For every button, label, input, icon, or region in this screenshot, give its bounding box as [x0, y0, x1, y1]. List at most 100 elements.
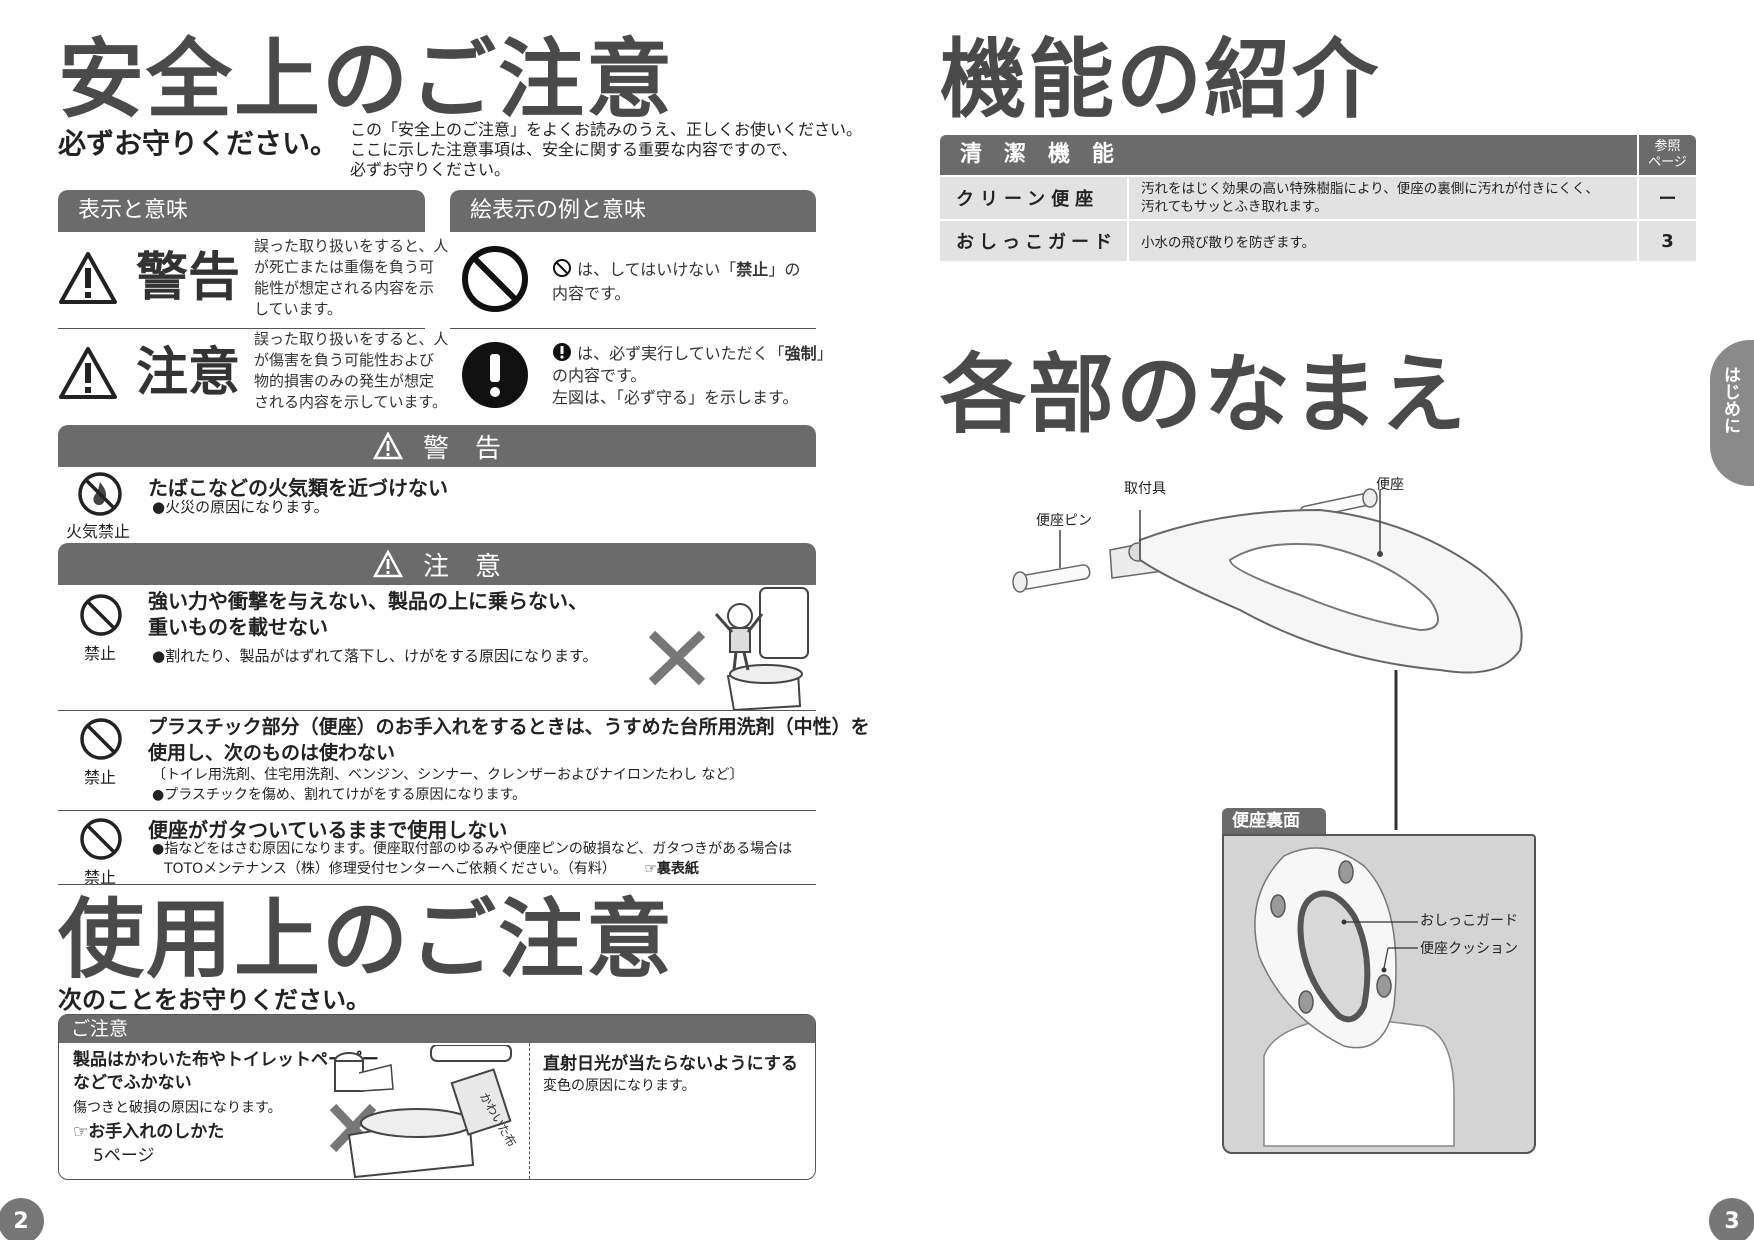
- underside-header: 便座裏面: [1222, 808, 1326, 834]
- desc-line: 誤った取り扱いをすると、人: [254, 330, 449, 348]
- notice1-title: 製品はかわいた布やトイレットペーパー などでふかない: [73, 1049, 379, 1095]
- mount-label: 取付具: [1124, 481, 1166, 497]
- prohibition-icon: [78, 816, 124, 862]
- caution-label: 注意: [136, 343, 241, 403]
- divider: [58, 710, 816, 711]
- title-line: などでふかない: [73, 1073, 192, 1093]
- intro-line: 必ずお守りください。: [350, 160, 511, 179]
- warning-triangle-icon: [58, 250, 118, 306]
- caution-triangle-icon: [58, 345, 118, 401]
- table-header: 清 潔 機 能: [940, 135, 1637, 175]
- page-number-left: 2: [0, 1198, 44, 1240]
- table-ref-header: 参照 ページ: [1639, 135, 1696, 175]
- features-title: 機能の紹介: [940, 30, 1380, 130]
- cushion-label: 便座クッション: [1420, 941, 1518, 957]
- fire-label: 火気禁止: [66, 522, 131, 541]
- ref-text: お手入れのしかた: [88, 1122, 225, 1142]
- intro-line: この「安全上のご注意」をよくお読みのうえ、正しくお使いください。: [350, 120, 863, 139]
- desc-line: 物的損害のみの発生が想定: [254, 372, 435, 390]
- desc-line: 誤った取り扱いをすると、人: [254, 237, 449, 255]
- row-desc: 汚れをはじく効果の高い特殊樹脂により、便座の裏側に汚れが付きにくく、 汚れてもサ…: [1129, 177, 1637, 219]
- fire-text: ●火災の原因になります。: [152, 498, 329, 516]
- side-tab-label: はじめに: [1720, 366, 1740, 434]
- item3-text1: ●指などをはさむ原因になります。便座取付部のゆるみや便座ピンの破損など、ガタつき…: [152, 841, 793, 857]
- divider: [58, 810, 816, 811]
- section-side-tab[interactable]: はじめに: [1710, 340, 1754, 486]
- warning-label: 警告: [136, 248, 241, 308]
- notice2-title: 直射日光が当たらないようにする: [543, 1054, 798, 1074]
- warning-bar: 警 告: [58, 425, 816, 467]
- parts-title: 各部のなまえ: [940, 345, 1468, 445]
- title-line: 重いものを載せない: [148, 615, 328, 639]
- notice-header: ご注意: [59, 1015, 815, 1043]
- item3-title: 便座がガタついているままで使用しない: [148, 818, 508, 842]
- notice1-text: 傷つきと破損の原因になります。: [73, 1100, 282, 1116]
- item1-title: 強い力や衝撃を与えない、製品の上に乗らない、 重いものを載せない: [148, 588, 588, 640]
- item2-text1: 〔トイレ用洗剤、住宅用洗剤、ベンジン、シンナー、クレンザーおよびナイロンたわし …: [152, 767, 744, 783]
- prohibition-icon: [78, 592, 124, 638]
- desc-line: される内容を示しています。: [254, 393, 448, 411]
- title-line: 製品はかわいた布やトイレットペーパー: [73, 1050, 379, 1070]
- wiping-illustration: かわいた布: [309, 1045, 519, 1179]
- row-page: 3: [1639, 221, 1696, 261]
- intro-line: ここに示した注意事項は、安全に関する重要な内容ですので、: [350, 140, 798, 159]
- notice1-ref[interactable]: ☞お手入れのしかた: [73, 1117, 224, 1142]
- small-mandatory-icon: [552, 342, 572, 362]
- warning-bar-label: 警 告: [422, 433, 501, 464]
- text: 左図は、「必ず守る」を示します。: [552, 388, 799, 407]
- title-line: プラスチック部分（便座）のお手入れをするときは、うすめた台所用洗剤（中性）を: [148, 716, 870, 738]
- safety-intro: この「安全上のご注意」をよくお読みのうえ、正しくお使いください。 ここに示した注…: [350, 120, 862, 180]
- text-bold: 強制: [784, 344, 817, 363]
- row-desc: 小水の飛び散りを防ぎます。: [1129, 221, 1637, 261]
- page-number-right: 3: [1709, 1198, 1754, 1240]
- text: は、してはいけない「: [577, 260, 737, 279]
- row-name: おしっこガード: [940, 221, 1127, 261]
- title-line: 強い力や衝撃を与えない、製品の上に乗らない、: [148, 589, 588, 613]
- guard-label: おしっこガード: [1420, 913, 1518, 929]
- seat-pin-left: [1012, 564, 1091, 593]
- text: の内容です。: [552, 366, 647, 385]
- text: 」: [816, 344, 833, 363]
- text-bold: 禁止: [736, 260, 769, 279]
- text: TOTOメンテナンス（株）修理受付センターへご依頼ください。（有料）: [164, 861, 616, 877]
- safety-title: 安全上のご注意: [58, 30, 674, 130]
- text: は、必ず実行していただく「: [577, 344, 785, 363]
- mandatory-icon: [460, 340, 530, 410]
- safety-subtitle: 必ずお守りください。: [58, 127, 339, 160]
- divider: [450, 328, 816, 329]
- title-line: 使用し、次のものは使わない: [148, 742, 396, 764]
- pointing-hand-icon: ☞: [73, 1122, 89, 1142]
- child-on-toilet-illustration: [648, 584, 818, 714]
- pointing-hand-icon: ☞: [644, 861, 657, 877]
- item2-text2: ●プラスチックを傷め、割れてけがをする原因になります。: [152, 787, 527, 803]
- prohibition-icon: [460, 244, 530, 314]
- item2-title: プラスチック部分（便座）のお手入れをするときは、うすめた台所用洗剤（中性）を 使…: [148, 714, 870, 766]
- seat-label: 便座: [1376, 477, 1404, 493]
- features-table: 清 潔 機 能 参照 ページ クリーン便座 汚れをはじく効果の高い特殊樹脂により…: [940, 135, 1696, 261]
- notice1-page: 5ページ: [93, 1146, 155, 1166]
- display-meaning-header: 表示と意味: [58, 190, 425, 232]
- desc-line: しています。: [254, 300, 343, 318]
- desc-line: 能性が想定される内容を示: [254, 279, 435, 297]
- desc-line: 小水の飛び散りを防ぎます。: [1141, 235, 1316, 251]
- reference-link[interactable]: 裏表紙: [656, 861, 699, 877]
- divider: [58, 328, 425, 329]
- item3-text2: TOTOメンテナンス（株）修理受付センターへご依頼ください。（有料） ☞裏表紙: [164, 858, 699, 878]
- notice-box: ご注意 製品はかわいた布やトイレットペーパー などでふかない 傷つきと破損の原因…: [58, 1014, 816, 1180]
- no-fire-icon: [76, 470, 124, 518]
- text: 」の: [768, 260, 801, 279]
- underside-panel: [1222, 834, 1536, 1154]
- usage-title: 使用上のご注意: [58, 890, 674, 990]
- dashed-separator: [529, 1043, 530, 1179]
- pin-label: 便座ピン: [1036, 513, 1092, 529]
- prohibition-icon: [78, 716, 124, 762]
- desc-line: 汚れをはじく効果の高い特殊樹脂により、便座の裏側に汚れが付きにくく、: [1141, 181, 1599, 197]
- desc-line: が傷害を負う可能性および: [254, 351, 435, 369]
- table-row: クリーン便座 汚れをはじく効果の高い特殊樹脂により、便座の裏側に汚れが付きにくく…: [940, 177, 1696, 219]
- prohibit-label: 禁止: [84, 768, 117, 787]
- warning-bar-icon: [372, 432, 403, 460]
- caution-bar: 注 意: [58, 543, 816, 585]
- notice2-text: 変色の原因になります。: [543, 1078, 696, 1094]
- desc-line: が死亡または重傷を負う可: [254, 258, 435, 276]
- prohibit-label: 禁止: [84, 868, 117, 887]
